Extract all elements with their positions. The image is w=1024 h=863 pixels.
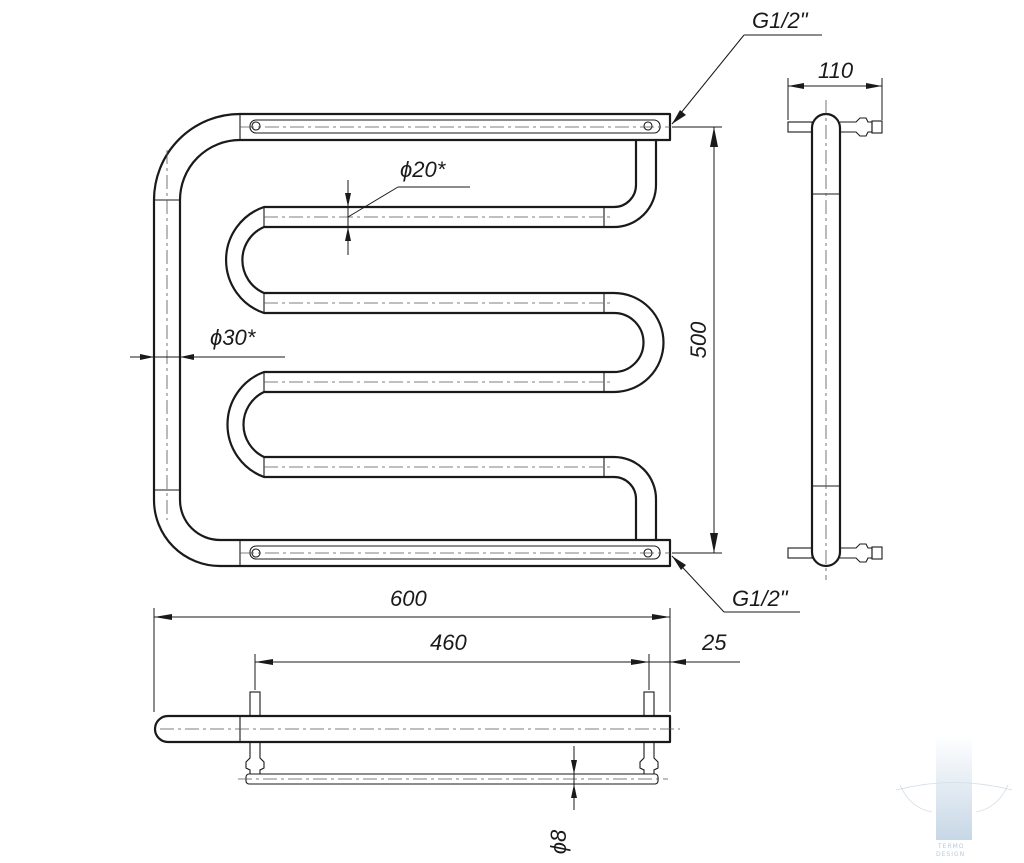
pipe-large-dimension: ϕ30* <box>130 325 285 360</box>
thread-top-label: G1/2" <box>752 8 809 33</box>
watermark-logo: TERMO DESIGN <box>895 735 1013 858</box>
outer-frame-pipe <box>152 112 672 568</box>
pipe-small-dimension: ϕ20* <box>345 157 470 255</box>
watermark-line2: DESIGN <box>936 851 965 858</box>
top-view: 600 460 25 ϕ8 <box>153 586 740 854</box>
pipe-large-label: ϕ30* <box>210 325 257 350</box>
watermark-line1: TERMO <box>937 843 965 850</box>
bar-dia-label: ϕ8 <box>546 829 571 854</box>
height-dimension: 500 <box>672 126 722 554</box>
depth-label: 110 <box>818 58 854 83</box>
thread-bottom-callout: G1/2" <box>671 555 800 613</box>
pipe-small-label: ϕ20* <box>400 157 447 182</box>
front-view: 500 ϕ20* ϕ30* G1/2" <box>130 8 822 613</box>
serpentine-pipe <box>225 138 665 542</box>
thread-top-callout: G1/2" <box>671 8 822 125</box>
side-view: 110 <box>787 58 883 580</box>
offset-label: 25 <box>701 630 727 655</box>
height-label: 500 <box>686 321 711 358</box>
width-centers-label: 460 <box>430 630 467 655</box>
width-total-label: 600 <box>390 586 427 611</box>
thread-bottom-label: G1/2" <box>732 586 789 611</box>
